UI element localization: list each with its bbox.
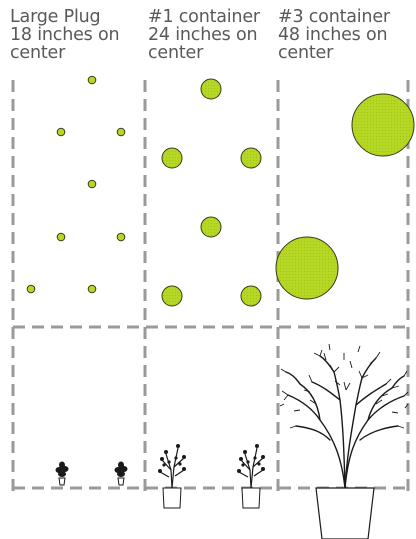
column-spacing-unit: center: [10, 43, 66, 63]
plant-circle: [87, 179, 97, 189]
container-plant-icon: [158, 444, 186, 509]
plan-large-plugs: [26, 75, 126, 294]
plant-circle: [26, 284, 36, 294]
column-spacing: 48 inches on: [278, 25, 388, 45]
elevation-container-1: [158, 444, 265, 509]
plant-circle: [200, 216, 222, 238]
plant-circle: [116, 232, 126, 242]
plant-circle: [56, 232, 66, 242]
column-spacing: 18 inches on: [10, 25, 120, 45]
plug-plant-icon: [55, 461, 69, 486]
plug-plant-icon: [114, 461, 128, 486]
plan-container-3: [275, 93, 415, 300]
column-spacing: 24 inches on: [148, 25, 258, 45]
plant-circle: [275, 236, 339, 300]
shrub-pot: [315, 487, 375, 539]
plant-circle: [87, 284, 97, 294]
elevation-plug: [55, 461, 128, 486]
plant-circle: [116, 127, 126, 137]
plant-circle: [240, 285, 262, 307]
column-title: #1 container: [148, 7, 260, 27]
plant-circle: [161, 285, 183, 307]
plant-circle: [56, 127, 66, 137]
column-spacing-unit: center: [148, 43, 204, 63]
column-title: Large Plug: [10, 7, 101, 27]
plant-circle: [161, 147, 183, 169]
column-label-container-1: #1 container 24 inches on center: [148, 8, 260, 62]
column-spacing-unit: center: [278, 43, 334, 63]
column-label-container-3: #3 container 48 inches on center: [278, 8, 390, 62]
shrub-3-gallon-icon: [279, 343, 409, 539]
container-plant-icon: [237, 444, 265, 509]
plant-circle: [240, 147, 262, 169]
plant-circle: [87, 75, 97, 85]
grid-lines: [11, 80, 410, 492]
column-title: #3 container: [278, 7, 390, 27]
plant-circle: [200, 78, 222, 100]
plant-circle: [351, 93, 415, 157]
plan-container-1: [161, 78, 262, 307]
column-label-large-plug: Large Plug 18 inches on center: [10, 7, 120, 63]
